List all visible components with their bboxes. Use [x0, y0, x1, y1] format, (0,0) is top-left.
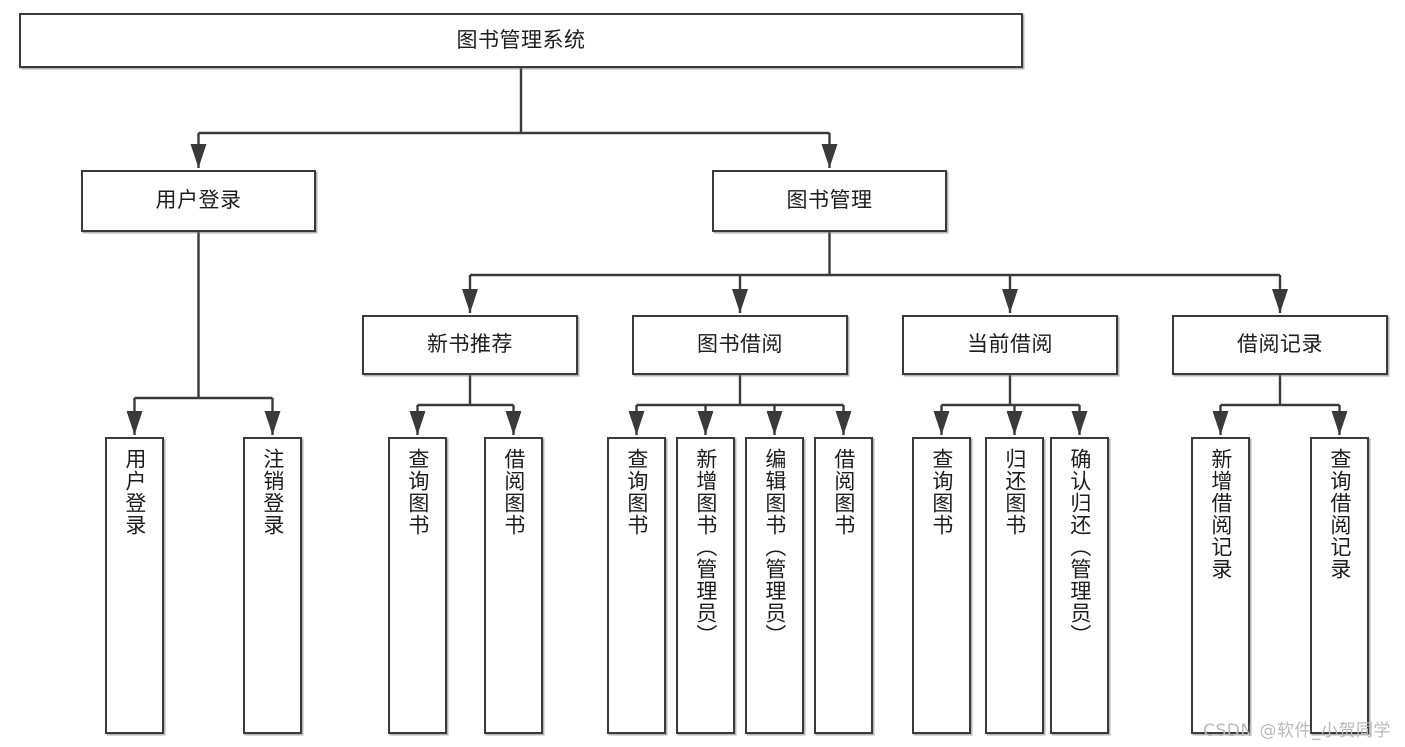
- arrowhead: [933, 411, 950, 435]
- node-label: 借阅图书: [501, 448, 526, 536]
- arrowhead: [1331, 411, 1348, 435]
- node-label: 图书借阅: [697, 332, 783, 357]
- node-label: 用户登录: [122, 448, 147, 536]
- arrowhead: [126, 411, 143, 435]
- node-leaf-borrow-book-1[interactable]: 借阅图书: [484, 437, 543, 734]
- arrowhead: [264, 411, 281, 435]
- node-leaf-query-book-2[interactable]: 查询图书: [607, 437, 666, 734]
- node-label: 图书管理系统: [456, 27, 586, 52]
- arrowhead: [1002, 289, 1018, 313]
- node-label: 用户登录: [155, 188, 242, 213]
- node-user-login[interactable]: 用户登录: [81, 170, 316, 232]
- node-label: 编辑图书（管理员）: [762, 448, 787, 646]
- node-leaf-confirm-return[interactable]: 确认归还（管理员）: [1050, 437, 1109, 734]
- node-root[interactable]: 图书管理系统: [19, 13, 1023, 68]
- node-new-book-rec[interactable]: 新书推荐: [362, 315, 578, 375]
- node-label: 查询图书: [929, 448, 954, 536]
- arrowhead: [697, 411, 714, 435]
- node-leaf-query-book-3[interactable]: 查询图书: [912, 437, 971, 734]
- arrowhead: [190, 144, 207, 168]
- node-leaf-edit-book[interactable]: 编辑图书（管理员）: [745, 437, 804, 734]
- node-label: 查询借阅记录: [1327, 448, 1352, 580]
- node-label: 新增图书（管理员）: [693, 448, 718, 646]
- node-label: 归还图书: [1002, 448, 1027, 536]
- node-leaf-user-logout[interactable]: 注销登录: [243, 437, 302, 734]
- arrowhead: [1212, 411, 1229, 435]
- node-borrow-record[interactable]: 借阅记录: [1172, 315, 1388, 375]
- node-label: 借阅记录: [1237, 332, 1323, 357]
- node-leaf-borrow-book-2[interactable]: 借阅图书: [814, 437, 873, 734]
- node-leaf-add-book[interactable]: 新增图书（管理员）: [676, 437, 735, 734]
- node-label: 新书推荐: [427, 332, 513, 357]
- node-book-mgmt[interactable]: 图书管理: [712, 170, 947, 232]
- node-label: 注销登录: [260, 448, 285, 536]
- node-leaf-query-record[interactable]: 查询借阅记录: [1310, 437, 1369, 734]
- node-current-borrow[interactable]: 当前借阅: [902, 315, 1118, 375]
- node-label: 当前借阅: [967, 332, 1053, 357]
- arrowhead: [835, 411, 852, 435]
- arrowhead: [821, 144, 838, 168]
- node-label: 确认归还（管理员）: [1067, 448, 1092, 646]
- node-leaf-add-record[interactable]: 新增借阅记录: [1191, 437, 1250, 734]
- node-leaf-user-login[interactable]: 用户登录: [105, 437, 164, 734]
- arrowhead: [1006, 411, 1023, 435]
- node-label: 借阅图书: [831, 448, 856, 536]
- arrowhead: [766, 411, 783, 435]
- arrowhead: [1071, 411, 1088, 435]
- arrowhead: [462, 289, 478, 313]
- node-leaf-query-book-1[interactable]: 查询图书: [388, 437, 447, 734]
- node-label: 查询图书: [624, 448, 649, 536]
- node-book-borrow[interactable]: 图书借阅: [632, 315, 848, 375]
- arrowhead: [505, 411, 522, 435]
- arrowhead: [409, 411, 426, 435]
- node-leaf-return-book[interactable]: 归还图书: [985, 437, 1044, 734]
- node-label: 新增借阅记录: [1208, 448, 1233, 580]
- arrowhead: [1272, 289, 1288, 313]
- node-label: 图书管理: [786, 188, 873, 213]
- node-label: 查询图书: [405, 448, 430, 536]
- arrowhead: [732, 289, 748, 313]
- arrowhead: [628, 411, 645, 435]
